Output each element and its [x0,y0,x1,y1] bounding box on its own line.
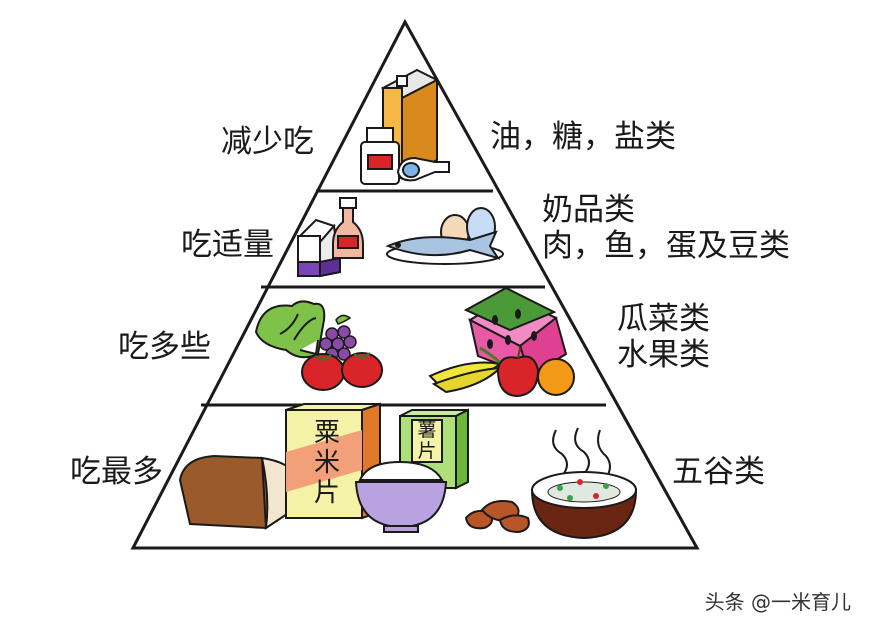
cabbage-icon [254,300,326,359]
sauce-bottle-icon [396,156,450,182]
bread-loaf-icon [178,454,300,531]
tier-1-food-label: 油，糖，盐类 [490,119,676,155]
cereal-box-label: 粟米片 [313,418,340,508]
fish-plate-icon [385,230,504,265]
soy-sauce-bottle-icon [332,197,364,259]
tier-2-food-label-2: 肉，鱼，蛋及豆类 [542,228,790,264]
chips-box-label: 薯片 [417,419,437,462]
tier-2-food-label-1: 奶品类 [542,192,635,228]
tier-2-level-label: 吃适量 [181,227,274,263]
tier-3-food-label-1: 瓜菜类 [617,301,710,337]
tier-4-food-label: 五谷类 [672,454,765,490]
noodle-soup-icon [530,427,638,540]
tier-3-food-label-2: 水果类 [617,337,710,373]
watermark: 头条 @一米育儿 [704,590,851,614]
cookies-icon [464,500,530,534]
tier-3-level-label: 吃多些 [118,329,211,365]
milk-carton-icon [297,218,342,278]
pyramid-outline [130,18,700,550]
orange-icon [537,358,575,396]
apple-icon [496,347,540,398]
grapes-icon [319,314,357,361]
rice-bowl-icon [354,460,448,533]
tomatoes-icon [301,352,383,391]
salt-shaker-icon [360,127,400,185]
tier-1-level-label: 减少吃 [221,124,314,160]
tier-4-level-label: 吃最多 [70,454,163,490]
